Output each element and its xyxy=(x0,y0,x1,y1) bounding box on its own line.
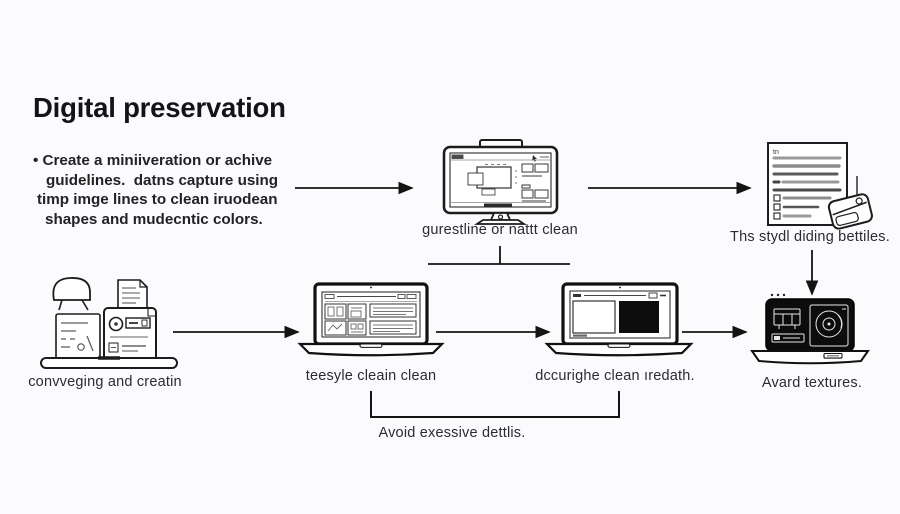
dark-laptop-dots xyxy=(770,293,786,297)
intro-line-2: guidelines. datns capture using xyxy=(46,171,279,189)
laptop-doc-base xyxy=(544,342,694,357)
dark-laptop-base xyxy=(750,350,870,365)
document-caption: Ths stydl diding bettiles. xyxy=(730,229,890,245)
paper-output xyxy=(117,279,148,313)
document-header-mark: tn xyxy=(773,149,779,156)
monitor-screen-ui xyxy=(450,154,551,207)
bracket-avoid-note xyxy=(370,391,620,418)
intro-text: • Create a miniiveration or achive guide… xyxy=(33,151,278,229)
monitor-stand xyxy=(474,212,527,225)
intro-line-3: timp imge lines to clean iruodean xyxy=(37,191,278,209)
dark-laptop-screen-content xyxy=(771,304,849,347)
bottom-note: Avoid exessive dettlis. xyxy=(378,425,526,441)
monitor-illustration xyxy=(442,139,559,225)
document-text-lines xyxy=(772,156,842,220)
intro-line-4: shapes and mudecntic colors. xyxy=(45,210,263,228)
document-illustration: tn xyxy=(767,142,873,230)
scanner-caption: convveging and creatin xyxy=(28,374,182,390)
laptop-ui-illustration xyxy=(297,282,445,357)
laptop-ui-screen-content xyxy=(324,294,417,336)
archive-card xyxy=(55,313,101,361)
laptop-ui-caption: teesyle cleain clean xyxy=(305,368,437,384)
laptop-dark-caption: Avard textures. xyxy=(761,375,863,391)
scanner-body xyxy=(103,307,157,361)
scanner-lamp-shape xyxy=(52,277,91,301)
gadget-device xyxy=(827,193,873,230)
laptop-ui-base xyxy=(297,342,445,357)
scanner-illustration xyxy=(40,277,178,369)
laptop-doc-screen-content xyxy=(572,292,666,337)
laptop-doc-illustration xyxy=(544,282,694,357)
page-title: Digital preservation xyxy=(33,92,286,123)
laptop-doc-caption: dccurighe clean ıredath. xyxy=(535,368,695,384)
laptop-dark-illustration xyxy=(750,293,870,365)
monitor-caption: gurestline or nattt clean xyxy=(422,222,578,238)
intro-line-1: • Create a miniiveration or achive xyxy=(33,152,273,169)
